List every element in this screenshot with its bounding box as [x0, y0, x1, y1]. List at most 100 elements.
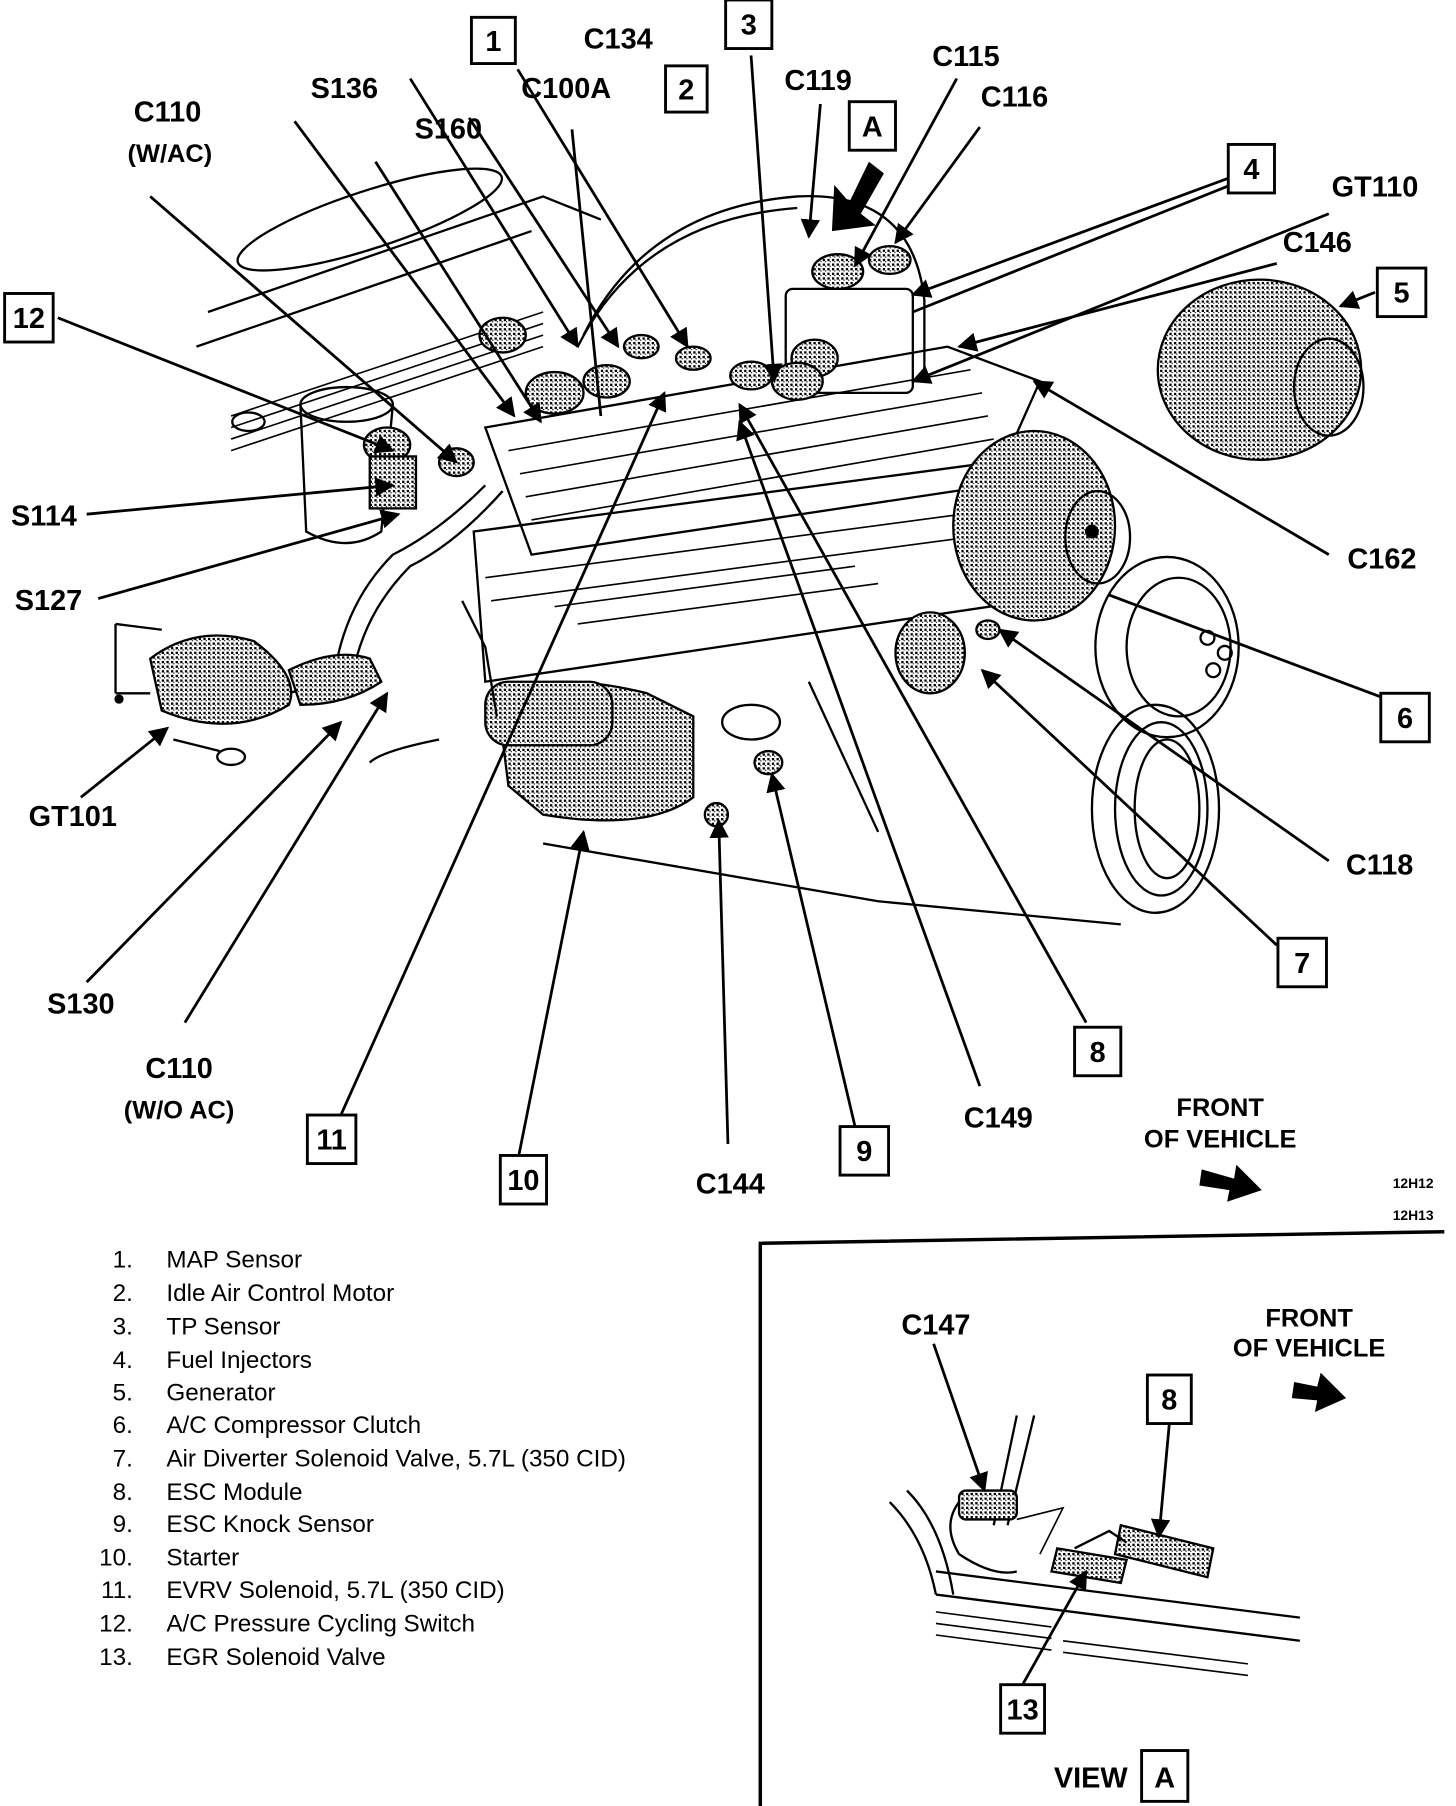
callout-8: 8	[1073, 1025, 1123, 1078]
legend-label: EVRV Solenoid, 5.7L (350 CID)	[166, 1577, 504, 1604]
legend-label: Generator	[166, 1379, 275, 1406]
callout-10: 10	[498, 1154, 548, 1206]
view-a-title-box: A	[1140, 1749, 1190, 1803]
callout-1-label: 1	[485, 26, 501, 58]
label-c119: C119	[784, 65, 851, 97]
legend-label: Idle Air Control Motor	[166, 1280, 394, 1307]
legend-item: 8.ESC Module	[113, 1479, 303, 1506]
legend-item: 3. TP Sensor	[113, 1314, 281, 1341]
legend-item: 11. EVRV Solenoid, 5.7L (350 CID)	[101, 1577, 505, 1604]
view-a-front-line2: OF VEHICLE	[1233, 1335, 1385, 1363]
label-c134: C134	[584, 24, 653, 56]
legend-label: Fuel Injectors	[166, 1347, 312, 1374]
label-c149: C149	[964, 1103, 1033, 1135]
callout-2-label: 2	[678, 74, 694, 106]
figure-code-2: 12H13	[1393, 1207, 1434, 1223]
callout-3-label: 3	[741, 10, 757, 42]
view-a-front-arrow-icon	[1291, 1372, 1347, 1412]
legend-label: MAP Sensor	[166, 1247, 302, 1274]
callout-9-label: 9	[856, 1136, 872, 1168]
callout-10-label: 10	[507, 1165, 539, 1197]
label-c110-woac: C110	[145, 1053, 212, 1085]
legend-item: 10. Starter	[99, 1545, 239, 1572]
legend-num: 11.	[101, 1577, 133, 1604]
legend-item: 7. Air Diverter Solenoid Valve, 5.7L (350…	[113, 1445, 626, 1472]
callout-6-label: 6	[1397, 703, 1413, 735]
callout-6: 6	[1379, 691, 1431, 744]
label-s114: S114	[11, 501, 77, 533]
callout-12-label: 12	[13, 303, 45, 335]
callout-5-label: 5	[1394, 278, 1410, 310]
legend-num: 13.	[99, 1644, 133, 1671]
callout-11: 11	[305, 1113, 358, 1166]
callout-9: 9	[838, 1125, 891, 1177]
view-a-callout-13-label: 13	[1007, 1694, 1039, 1726]
label-c144: C144	[696, 1169, 765, 1201]
legend-label: EGR Solenoid Valve	[166, 1644, 385, 1671]
callout-11-label: 11	[316, 1125, 347, 1157]
legend-item: 12. A/C Pressure Cycling Switch	[99, 1611, 475, 1638]
view-a-inset: C147 FRONT OF VEHICLE 8 13	[758, 1229, 1445, 1806]
legend-item: 2.Idle Air Control Motor	[113, 1280, 395, 1307]
label-c116: C116	[981, 81, 1048, 113]
callout-4: 4	[1226, 142, 1276, 195]
label-gt101: GT101	[29, 801, 117, 833]
legend-num: 9.	[113, 1511, 133, 1538]
legend-label: Starter	[166, 1545, 239, 1572]
front-of-vehicle-indicator: FRONT OF VEHICLE 12H12 12H13	[1144, 1094, 1434, 1223]
view-a-c147-label: C147	[901, 1310, 970, 1342]
callout-3: 3	[724, 0, 774, 50]
legend-num: 12.	[99, 1611, 133, 1638]
legend-label: TP Sensor	[166, 1314, 280, 1341]
label-c115: C115	[932, 41, 999, 73]
view-a-frame	[758, 1229, 1445, 1806]
callout-2: 2	[664, 64, 709, 114]
legend-num: 6.	[113, 1412, 133, 1439]
label-c118: C118	[1346, 850, 1413, 882]
view-a-title-word: VIEW	[1054, 1763, 1129, 1795]
callout-1: 1	[469, 15, 517, 65]
legend-num: 8.	[113, 1479, 133, 1506]
legend-item: 4. Fuel Injectors	[113, 1347, 312, 1374]
view-a-title-letter: A	[1154, 1763, 1175, 1795]
callout-5: 5	[1375, 266, 1428, 319]
legend-num: 5.	[113, 1379, 133, 1406]
legend-item: 9. ESC Knock Sensor	[113, 1511, 374, 1538]
legend-num: 7.	[113, 1445, 133, 1472]
leader-lines	[57, 55, 1388, 1162]
view-a-arrow-icon	[831, 161, 884, 232]
label-s127: S127	[15, 585, 82, 617]
legend-label: Air Diverter Solenoid Valve, 5.7L (350 C…	[166, 1445, 626, 1472]
callout-7: 7	[1276, 936, 1328, 989]
view-a-front-line1: FRONT	[1265, 1304, 1353, 1332]
legend-item: 5. Generator	[113, 1379, 276, 1406]
legend-label: A/C Compressor Clutch	[166, 1412, 421, 1439]
view-a-callout-8: 8	[1145, 1373, 1193, 1425]
legend-item: 6. A/C Compressor Clutch	[113, 1412, 421, 1439]
view-a-marker: A	[831, 100, 897, 232]
label-c110-wac: C110	[134, 96, 201, 128]
front-arrow-icon	[1199, 1164, 1262, 1202]
label-s136: S136	[311, 73, 378, 105]
figure-code-1: 12H12	[1393, 1175, 1434, 1191]
engine-illustration	[114, 167, 1365, 926]
label-c146: C146	[1283, 227, 1352, 259]
label-gt110: GT110	[1332, 171, 1419, 203]
label-s130: S130	[47, 988, 114, 1020]
callout-4-label: 4	[1243, 154, 1259, 186]
legend-item: 13. EGR Solenoid Valve	[99, 1644, 386, 1671]
legend-num: 1.	[113, 1247, 133, 1274]
legend-num: 4.	[113, 1347, 133, 1374]
legend-label: ESC Knock Sensor	[166, 1511, 374, 1538]
legend-label: A/C Pressure Cycling Switch	[166, 1611, 475, 1638]
legend-num: 10.	[99, 1545, 133, 1572]
label-c110-woac-note: (W/O AC)	[124, 1096, 235, 1124]
view-a-callout-13: 13	[999, 1683, 1046, 1735]
callout-7-label: 7	[1294, 948, 1310, 980]
front-label-line2: OF VEHICLE	[1144, 1125, 1296, 1153]
legend-num: 3.	[113, 1314, 133, 1341]
connector-labels: C110 (W/AC) S136 S160 C100A C134 C119 C1…	[11, 24, 1418, 1201]
label-c100a: C100A	[521, 73, 611, 105]
component-legend: 1. MAP Sensor 2.Idle Air Control Motor 3.…	[99, 1247, 626, 1671]
